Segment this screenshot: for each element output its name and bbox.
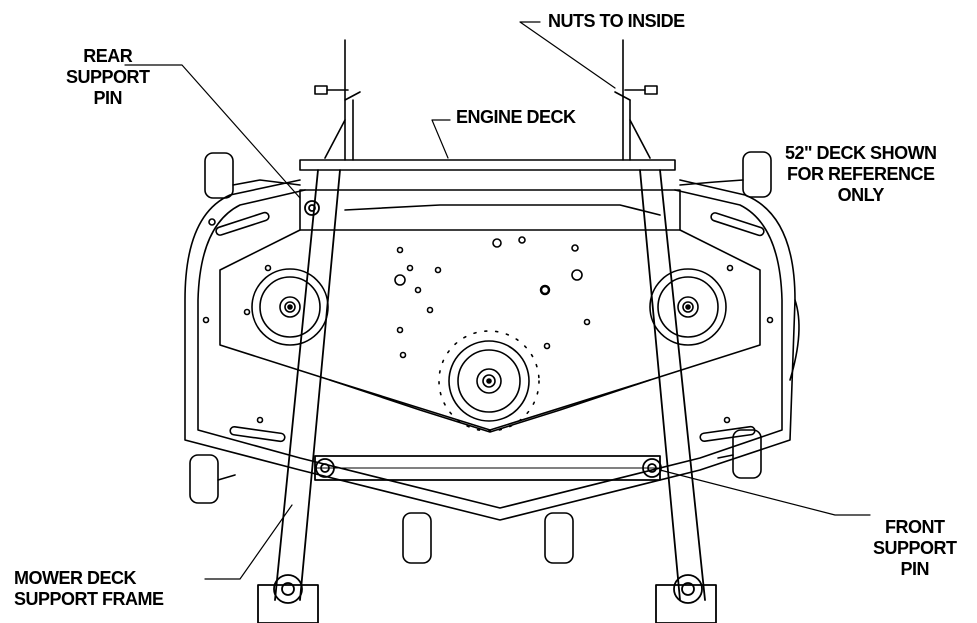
- front-support-pin-line-1: FRONT: [885, 517, 945, 537]
- deck-note-line-1: 52" DECK SHOWN: [785, 143, 937, 163]
- support-frame: [257, 169, 717, 623]
- caster-wheels: [189, 151, 772, 564]
- mower-deck-support-frame-label: MOWER DECK SUPPORT FRAME: [14, 568, 164, 610]
- front-support-pin-line-2: SUPPORT: [873, 538, 957, 558]
- nuts-to-inside-label: NUTS TO INSIDE: [548, 11, 685, 31]
- front-support-pin-label: FRONT SUPPORT PIN: [873, 517, 957, 580]
- deck-note-line-3: ONLY: [837, 185, 885, 205]
- deck-holes: [202, 218, 774, 424]
- support-frame-line-2: SUPPORT FRAME: [14, 589, 164, 609]
- left-spindle: [251, 268, 329, 346]
- mower-deck-housing: [184, 179, 800, 521]
- support-frame-line-1: MOWER DECK: [14, 568, 136, 588]
- rear-support-pin-line-1: REAR: [83, 46, 133, 66]
- engine-deck-assembly: [299, 39, 676, 171]
- rear-support-pin-label: REAR SUPPORT PIN: [66, 46, 150, 109]
- center-spindle: [438, 330, 540, 432]
- engine-deck-label: ENGINE DECK: [456, 107, 576, 127]
- deck-reference-note: 52" DECK SHOWN FOR REFERENCE ONLY: [785, 143, 937, 206]
- deck-note-line-2: FOR REFERENCE: [787, 164, 935, 184]
- callout-leaders: [124, 21, 871, 580]
- rear-support-pin-line-3: PIN: [93, 88, 123, 108]
- right-spindle: [649, 268, 727, 346]
- rear-support-pin-line-2: SUPPORT: [66, 67, 150, 87]
- front-support-pin-line-3: PIN: [900, 559, 930, 579]
